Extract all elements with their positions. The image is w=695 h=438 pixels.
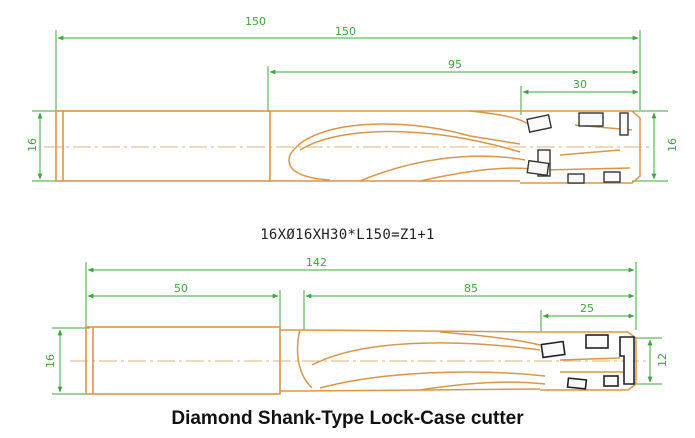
drawing-caption: Diamond Shank-Type Lock-Case cutter [171,408,524,429]
top-dim-flute-label: 95 [448,58,462,71]
bottom-tool: 142 50 85 25 16 [44,256,669,395]
top-blade [567,173,585,184]
bottom-dim-shank-label: 50 [174,282,188,295]
bottom-dim-shank-dia-label: 16 [44,354,57,368]
top-dim-flute [267,66,639,112]
top-shank [55,110,271,182]
top-dim-total [55,30,641,115]
top-blade [619,112,629,136]
bottom-blade [619,336,635,385]
bottom-dim-flute-label: 85 [464,282,478,295]
bottom-cutter-head [540,331,637,391]
spec-text: 16XØ16XH30*L150=Z1+1 [260,227,435,243]
bottom-dim-shank [87,290,281,327]
top-blades [526,112,629,184]
bottom-blade [585,334,609,349]
top-dim-cut-dia [632,110,668,182]
bottom-dim-flute [303,290,635,330]
bottom-dim-cut [540,310,635,332]
bottom-dim-cut-label: 25 [580,302,594,315]
bottom-dim-shank-dia [52,327,90,395]
top-blade [578,112,604,127]
bottom-blade [603,375,619,387]
top-dim-cut-label: 30 [573,78,587,91]
bottom-flute-body [280,329,546,392]
bottom-dim-total [85,262,637,330]
bottom-blade [540,340,566,359]
bottom-shank [85,326,281,395]
top-flute-body [270,110,541,182]
bottom-dim-total-label: 142 [306,256,327,269]
top-blade [526,114,553,133]
top-dim-cut-dia-label: 16 [666,138,679,152]
bottom-dim-cut-dia-label: 12 [656,353,669,367]
top-dim-total-upper-label: 150 [245,15,266,28]
top-tool: 150 150 95 30 16 [26,15,679,184]
top-dim-cut [520,86,639,115]
top-dim-total-label: 150 [335,25,356,38]
bottom-blade [566,377,588,390]
top-dim-shank-dia-label: 16 [26,138,39,152]
top-blade [526,159,550,177]
bottom-blades [540,334,635,390]
top-blade [603,171,621,183]
